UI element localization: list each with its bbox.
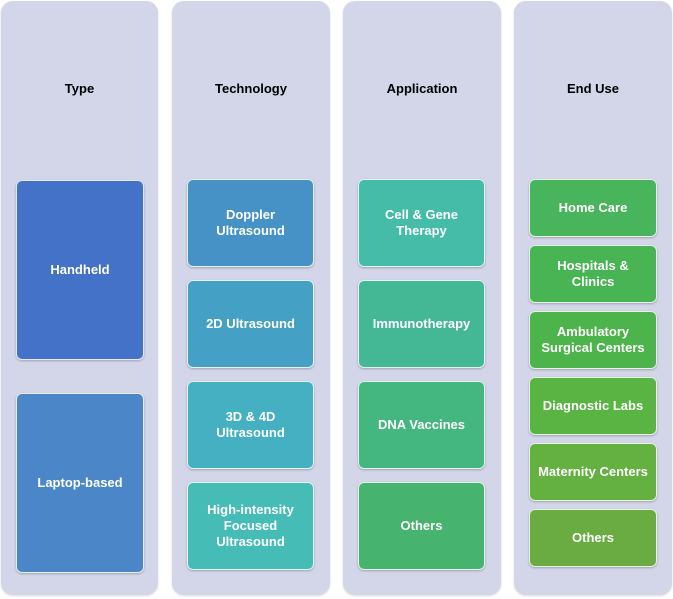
- box-cell-gene-therapy: Cell & Gene Therapy: [358, 179, 485, 267]
- box-application-others: Others: [358, 482, 485, 570]
- column-end-use: End Use Home Care Hospitals & Clinics Am…: [514, 1, 672, 595]
- box-2d-ultrasound: 2D Ultrasound: [187, 280, 314, 368]
- column-header-end-use: End Use: [566, 81, 619, 96]
- column-type: Type Handheld Laptop-based: [1, 1, 158, 595]
- box-ambulatory-surgical-centers: Ambulatory Surgical Centers: [529, 311, 657, 369]
- box-diagnostic-labs: Diagnostic Labs: [529, 377, 657, 435]
- box-maternity-centers: Maternity Centers: [529, 443, 657, 501]
- box-hifu-ultrasound: High-intensity Focused Ultrasound: [187, 482, 314, 570]
- column-header-type: Type: [64, 81, 95, 96]
- box-3d-4d-ultrasound: 3D & 4D Ultrasound: [187, 381, 314, 469]
- column-header-application: Application: [386, 81, 458, 96]
- box-laptop-based: Laptop-based: [16, 393, 144, 573]
- box-dna-vaccines: DNA Vaccines: [358, 381, 485, 469]
- box-end-use-others: Others: [529, 509, 657, 567]
- box-home-care: Home Care: [529, 179, 657, 237]
- box-hospitals-clinics: Hospitals & Clinics: [529, 245, 657, 303]
- column-application: Application Cell & Gene Therapy Immunoth…: [343, 1, 501, 595]
- box-handheld: Handheld: [16, 180, 144, 360]
- box-immunotherapy: Immunotherapy: [358, 280, 485, 368]
- box-doppler-ultrasound: Doppler Ultrasound: [187, 179, 314, 267]
- column-header-technology: Technology: [215, 81, 287, 96]
- column-technology: Technology Doppler Ultrasound 2D Ultraso…: [172, 1, 330, 595]
